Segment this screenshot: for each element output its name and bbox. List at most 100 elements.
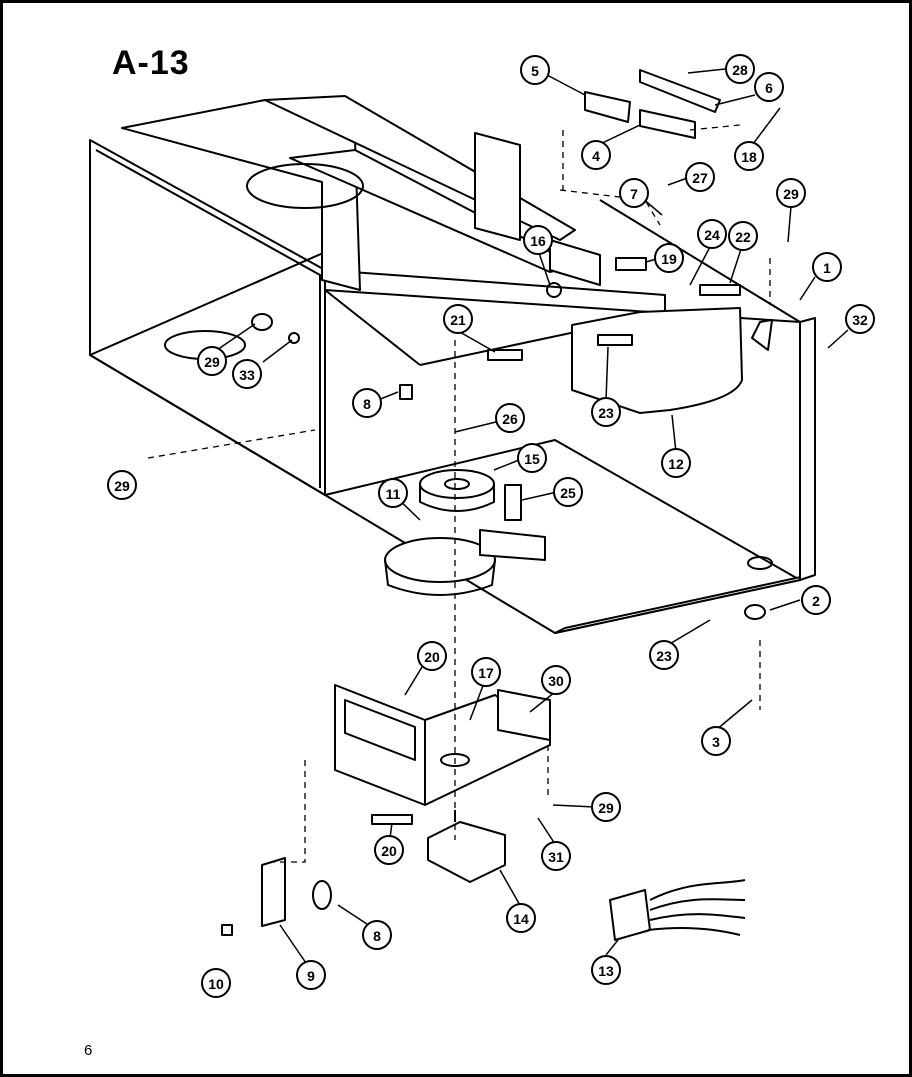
callout-28: 28: [725, 54, 755, 84]
wire-harness-connector: [609, 879, 746, 941]
callout-29: 29: [591, 792, 621, 822]
callout-label: 8: [363, 396, 371, 412]
callout-circle: [362, 920, 392, 950]
callout-circle: [619, 178, 649, 208]
callout-13: 13: [591, 955, 621, 985]
callout-label: 27: [692, 170, 708, 186]
callout-circle: [520, 55, 550, 85]
lamp-socket: [584, 91, 631, 123]
callout-circle: [443, 304, 473, 334]
callout-label: 23: [598, 405, 614, 421]
stirrer-fan: [419, 469, 495, 512]
callout-33: 33: [232, 359, 262, 389]
callout-circle: [845, 304, 875, 334]
screw: [288, 332, 300, 344]
callout-30: 30: [541, 665, 571, 695]
callout-circle: [685, 162, 715, 192]
callout-26: 26: [495, 403, 525, 433]
callout-circle: [661, 448, 691, 478]
callout-label: 2: [812, 593, 820, 609]
callout-circle: [378, 478, 408, 508]
callout-label: 15: [524, 451, 540, 467]
callout-circle: [697, 219, 727, 249]
callout-label: 25: [560, 485, 576, 501]
callout-label: 29: [204, 354, 220, 370]
callout-24: 24: [697, 219, 727, 249]
callout-32: 32: [845, 304, 875, 334]
callout-circle: [801, 585, 831, 615]
callout-label: 32: [852, 312, 868, 328]
callout-label: 12: [668, 456, 684, 472]
hook: [751, 319, 773, 351]
callout-22: 22: [728, 221, 758, 251]
callout-label: 19: [661, 251, 677, 267]
callout-label: 4: [592, 148, 600, 164]
callout-label: 5: [531, 63, 539, 79]
callout-8: 8: [362, 920, 392, 950]
callout-circle: [776, 178, 806, 208]
callout-label: 1: [823, 260, 831, 276]
lamp: [639, 109, 696, 139]
callout-label: 3: [712, 734, 720, 750]
callout-label: 29: [598, 800, 614, 816]
callout-8: 8: [352, 388, 382, 418]
callout-circle: [581, 140, 611, 170]
callout-circle: [812, 252, 842, 282]
page-number: 6: [84, 1042, 93, 1059]
callout-circle: [506, 903, 536, 933]
callout-circle: [591, 955, 621, 985]
callout-label: 26: [502, 411, 518, 427]
callout-label: 22: [735, 229, 751, 245]
callout-14: 14: [506, 903, 536, 933]
callout-circle: [232, 359, 262, 389]
callout-17: 17: [471, 657, 501, 687]
callout-label: 24: [704, 227, 720, 243]
top-waveguide: [121, 95, 601, 291]
callout-18: 18: [734, 141, 764, 171]
callout-27: 27: [685, 162, 715, 192]
stirrer-motor: [427, 810, 506, 883]
callout-label: 29: [783, 186, 799, 202]
callout-19: 19: [654, 243, 684, 273]
callout-label: 11: [386, 486, 401, 502]
lamp-bracket: [639, 69, 721, 113]
foot: [744, 604, 766, 620]
terminal-strip: [615, 257, 647, 271]
callout-10: 10: [201, 968, 231, 998]
callout-circle: [541, 665, 571, 695]
callout-circle: [352, 388, 382, 418]
callout-label: 29: [114, 478, 130, 494]
terminal-strip: [699, 284, 741, 296]
callout-3: 3: [701, 726, 731, 756]
air-duct: [571, 307, 743, 414]
callout-label: 33: [239, 367, 255, 383]
callout-1: 1: [812, 252, 842, 282]
callout-4: 4: [581, 140, 611, 170]
callout-9: 9: [296, 960, 326, 990]
callout-circle: [654, 243, 684, 273]
callout-circle: [734, 141, 764, 171]
callout-label: 18: [741, 149, 757, 165]
callout-label: 14: [513, 911, 529, 927]
callout-21: 21: [443, 304, 473, 334]
callout-31: 31: [541, 841, 571, 871]
callout-label: 6: [765, 80, 773, 96]
callout-label: 23: [656, 648, 672, 664]
terminal-strip: [487, 349, 523, 361]
interlock-switch-assembly: [221, 857, 332, 936]
callout-circle: [523, 225, 553, 255]
callout-7: 7: [619, 178, 649, 208]
callout-29: 29: [776, 178, 806, 208]
switch-mount: [504, 484, 522, 521]
switch-part: [399, 384, 413, 400]
callout-circle: [754, 72, 784, 102]
assembly-leader-lines: [147, 124, 771, 863]
motor-bracket: [334, 684, 551, 806]
callout-circle: [649, 640, 679, 670]
stirrer-guide: [384, 529, 546, 596]
callout-label: 8: [373, 928, 381, 944]
callout-label: 20: [381, 843, 397, 859]
callout-circle: [701, 726, 731, 756]
screw: [546, 282, 562, 298]
